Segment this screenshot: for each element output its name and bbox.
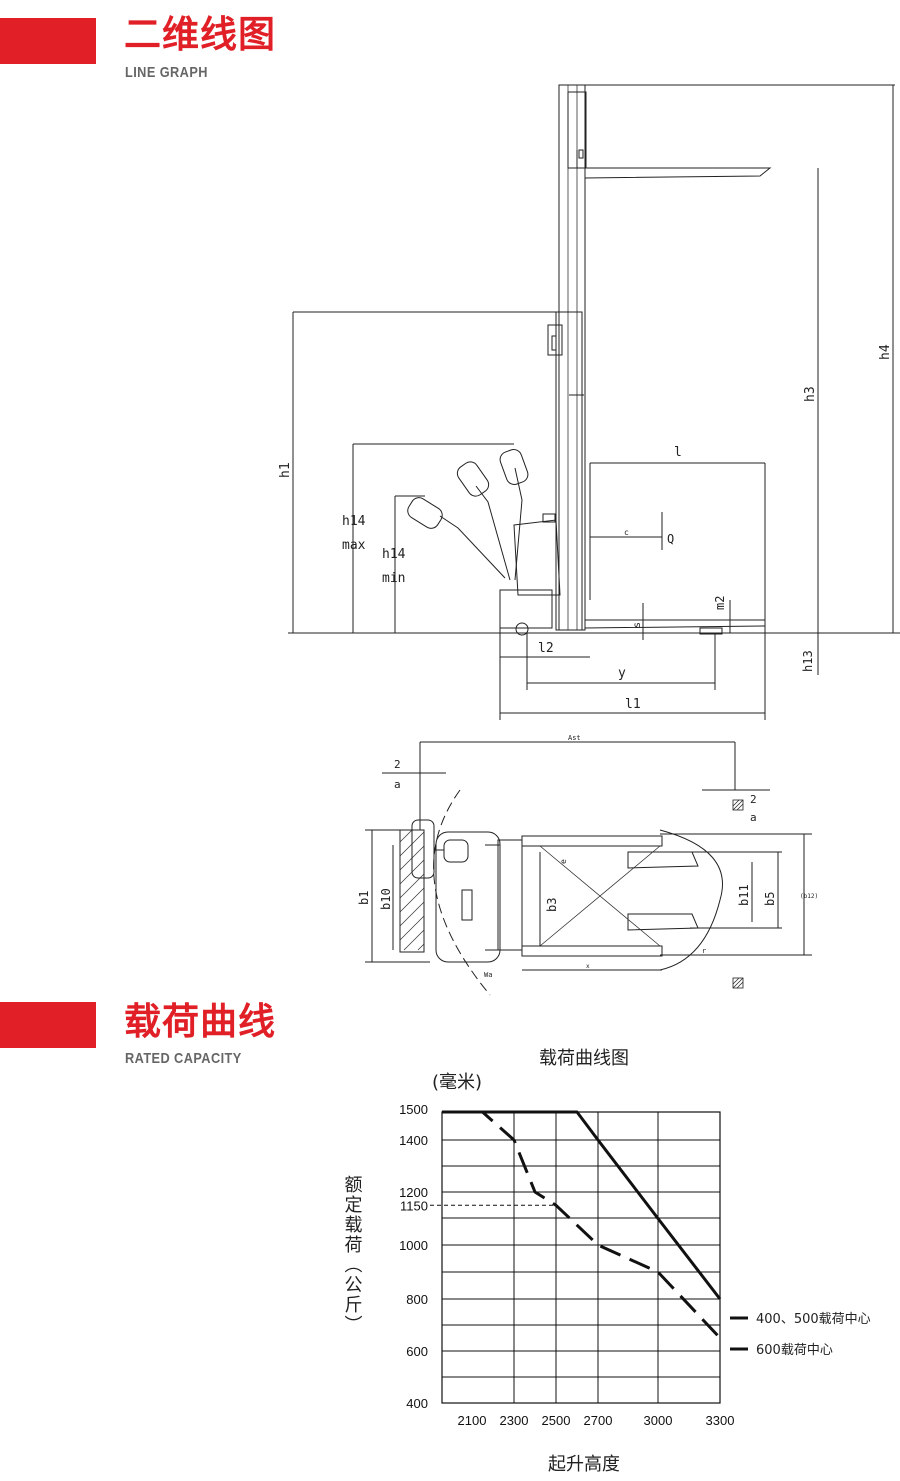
dim-label-y: y [618, 666, 626, 681]
dim-label-h13: h13 [801, 650, 815, 672]
chart-y-tick-label: 1150 [400, 1198, 428, 1213]
section-title-line-graph: 二维线图 [124, 13, 276, 56]
section-subtitle-rated-capacity: RATED CAPACITY [125, 1050, 242, 1067]
dim-label-max: max [342, 538, 366, 553]
dim-label-h14-max: h14 [342, 514, 366, 529]
section-accent-bar [0, 1002, 96, 1048]
chart-y-axis-label: 额定载荷（公斤） [342, 1175, 363, 1335]
dim-label-a-top-den: a [394, 778, 401, 791]
dim-label-q: Q [667, 532, 674, 546]
dim-label-b1: b1 [357, 891, 371, 905]
dim-label-b5: b5 [763, 892, 777, 906]
section-accent-bar [0, 18, 96, 64]
capacity-chart: 载荷曲线图 (毫米) 起升高度 额定载荷（公斤） 2100 2300 2500 270… [342, 1048, 871, 1475]
dim-label-a-right-num: 2 [750, 793, 757, 806]
chart-y-tick-label: 1400 [399, 1133, 428, 1148]
chart-x-tick-label: 3300 [706, 1413, 735, 1428]
dim-label-b12: (b12) [800, 893, 818, 900]
dim-label-h4: h4 [878, 344, 893, 360]
chart-x-tick-label: 2300 [500, 1413, 529, 1428]
dim-label-s: s [632, 622, 643, 628]
dim-label-e: e [559, 859, 568, 864]
dim-label-c: c [624, 528, 629, 537]
chart-plot-frame [441, 1111, 721, 1404]
chart-y-tick-label: 1500 [399, 1102, 428, 1117]
dim-label-l2: l2 [538, 641, 554, 656]
chart-y-tick-label: 600 [406, 1344, 428, 1359]
chart-x-tick-label: 2500 [542, 1413, 571, 1428]
chart-y-tick-label: 1000 [399, 1238, 428, 1253]
dim-label-ast: Ast [568, 734, 581, 742]
dim-label-l1: l1 [625, 697, 641, 712]
chart-unit-label: (毫米) [432, 1072, 482, 1093]
chart-x-tick-label: 2700 [584, 1413, 613, 1428]
top-view-drawing: Ast 2 a 2 a b1 b10 b3 b11 b5 (b12) e Wa … [357, 734, 818, 996]
dim-label-a-top-num: 2 [394, 758, 401, 771]
dim-label-a-right-den: a [750, 811, 757, 824]
chart-legend-label: 600载荷中心 [756, 1343, 833, 1358]
chart-x-tick-label: 3000 [644, 1413, 673, 1428]
chart-series-line-1 [442, 1110, 722, 1300]
dim-label-b3: b3 [545, 898, 559, 912]
dim-label-b11: b11 [737, 884, 751, 906]
chart-x-axis-label: 起升高度 [548, 1454, 620, 1475]
dim-label-m2: m2 [713, 596, 727, 610]
chart-x-tick-label: 2100 [458, 1413, 487, 1428]
chart-y-tick-label: 400 [406, 1396, 428, 1411]
chart-title: 载荷曲线图 [539, 1048, 629, 1069]
dim-label-min: min [382, 571, 405, 586]
side-view-drawing: h4 h3 h1 l c Q h14 max h14 min m2 s h13 … [278, 84, 900, 720]
chart-y-tick-label: 1200 [399, 1185, 428, 1200]
dim-label-l: l [674, 445, 682, 460]
chart-y-tick-label: 800 [406, 1292, 428, 1307]
dim-label-h14-min: h14 [382, 547, 406, 562]
dim-label-b10: b10 [379, 888, 393, 910]
dim-label-r: r [702, 947, 706, 955]
dim-label-h1: h1 [278, 462, 293, 478]
section-title-rated-capacity: 载荷曲线 [124, 1000, 276, 1043]
chart-legend-label: 400、500载荷中心 [756, 1312, 871, 1327]
section-subtitle-line-graph: LINE GRAPH [125, 64, 208, 81]
dim-label-x: x [586, 963, 590, 970]
dim-label-h3: h3 [803, 386, 818, 402]
chart-series-line-2 [442, 1110, 722, 1340]
dim-label-wa: Wa [484, 971, 492, 979]
